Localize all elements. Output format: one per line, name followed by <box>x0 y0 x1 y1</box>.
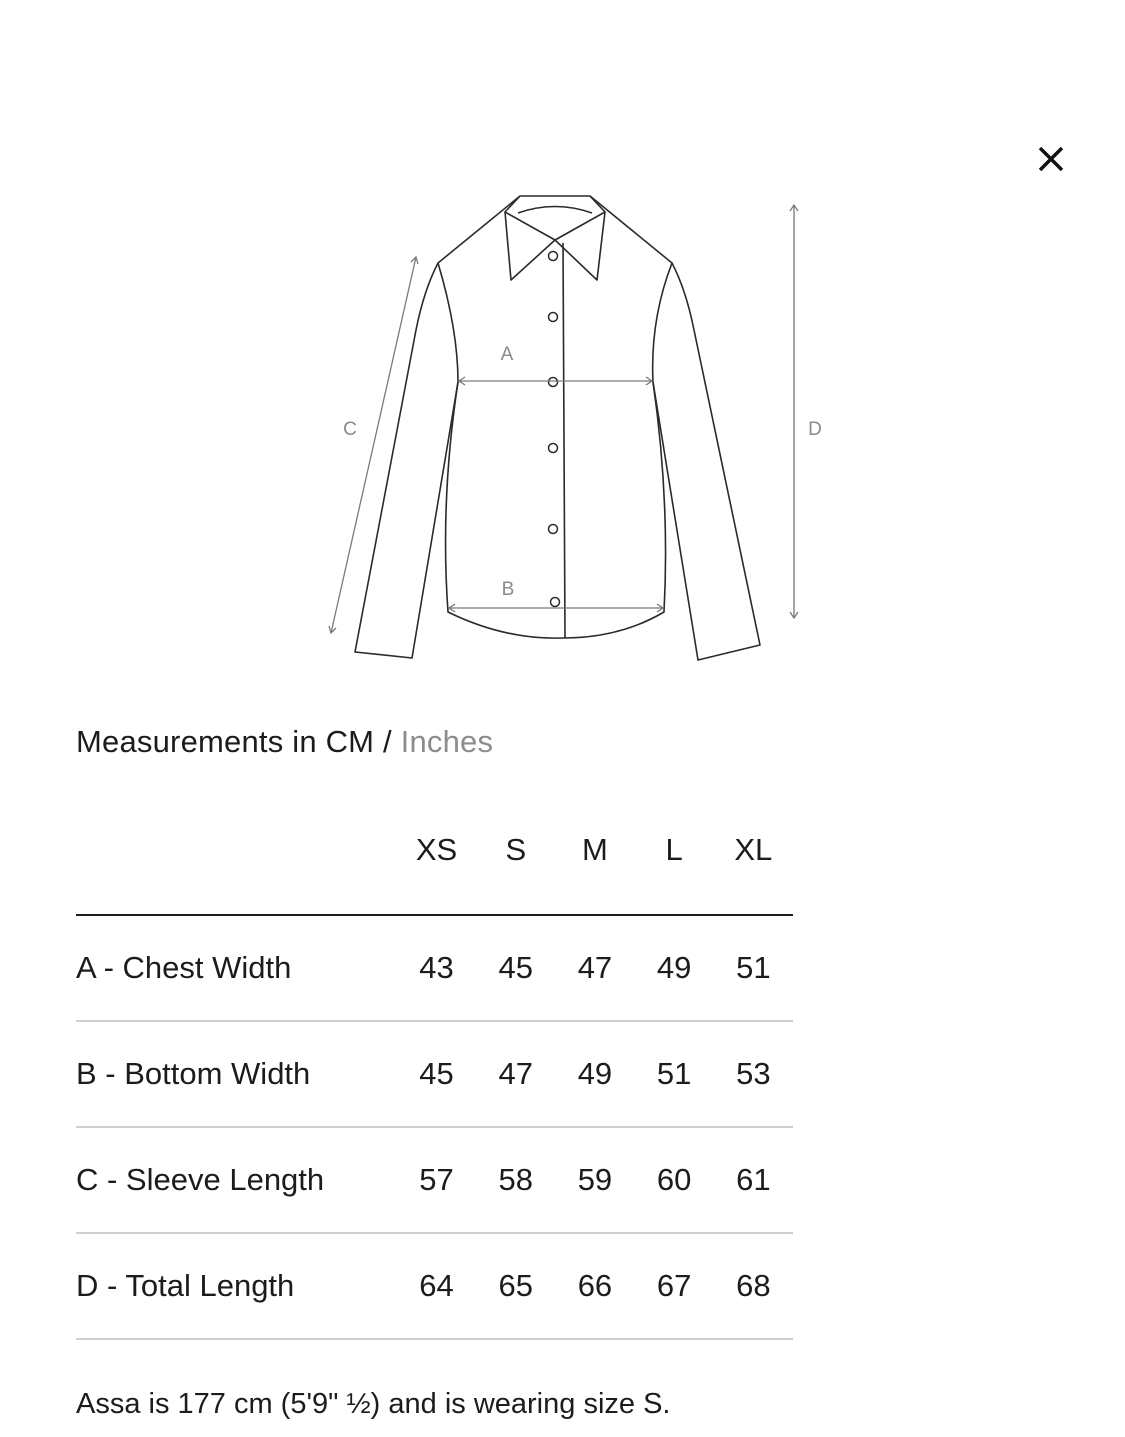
shirt-button <box>547 523 559 535</box>
size-header-s: S <box>505 832 527 867</box>
shirt-neck-line <box>517 205 593 214</box>
cell-value: 66 <box>577 1268 613 1303</box>
unit-inches-link[interactable]: Inches <box>400 724 494 759</box>
shirt-collar-right <box>554 211 606 281</box>
cell-value: 58 <box>498 1162 534 1197</box>
cell-value: 53 <box>736 1056 771 1091</box>
unit-cm-label: Measurements in CM <box>76 724 375 759</box>
cell-value: 51 <box>656 1056 692 1091</box>
shirt-diagram: A B C D <box>328 195 822 661</box>
size-header-m: M <box>582 832 608 867</box>
cell-value: 45 <box>419 1056 454 1091</box>
cell-value: 60 <box>656 1162 692 1197</box>
size-chart-table: XS S M L XL A - Chest Width 43 45 47 49 … <box>76 810 793 1340</box>
close-button[interactable] <box>1032 140 1070 178</box>
cell-value: 43 <box>419 950 454 985</box>
unit-separator: / <box>374 724 401 759</box>
cell-value: 45 <box>498 950 534 985</box>
row-label: B - Bottom Width <box>76 1056 311 1091</box>
cell-value: 65 <box>498 1268 534 1303</box>
measure-label-c: C <box>343 419 357 440</box>
shirt-placket-line <box>562 242 566 639</box>
shirt-button <box>547 311 559 323</box>
cell-value: 57 <box>419 1162 454 1197</box>
cell-value: 68 <box>736 1268 771 1303</box>
measure-label-d: D <box>808 419 822 440</box>
shirt-body-outline <box>437 195 673 639</box>
cell-value: 51 <box>736 950 771 985</box>
shirt-left-sleeve <box>354 262 459 659</box>
shirt-right-sleeve <box>652 262 761 661</box>
measure-label-a: A <box>501 344 514 365</box>
table-row: B - Bottom Width 45 47 49 51 53 <box>76 1021 793 1127</box>
cell-value: 49 <box>656 950 692 985</box>
table-row: A - Chest Width 43 45 47 49 51 <box>76 915 793 1021</box>
table-row: D - Total Length 64 65 66 67 68 <box>76 1233 793 1339</box>
close-icon <box>1038 146 1064 172</box>
cell-value: 49 <box>577 1056 613 1091</box>
row-label: C - Sleeve Length <box>76 1162 325 1197</box>
row-label: D - Total Length <box>76 1268 295 1303</box>
cell-value: 64 <box>419 1268 454 1303</box>
cell-value: 59 <box>577 1162 613 1197</box>
cell-value: 61 <box>736 1162 771 1197</box>
row-label: A - Chest Width <box>76 950 292 985</box>
shirt-collar-back <box>504 195 606 213</box>
cell-value: 67 <box>656 1268 692 1303</box>
measure-label-b: B <box>502 579 515 600</box>
measure-line-c <box>330 256 417 634</box>
table-row: C - Sleeve Length 57 58 59 60 61 <box>76 1127 793 1233</box>
shirt-collar-left <box>504 211 556 281</box>
cell-value: 47 <box>498 1056 534 1091</box>
size-header-row: XS S M L XL <box>76 810 793 915</box>
shirt-button <box>547 442 559 454</box>
shirt-button <box>547 250 559 262</box>
cell-value: 47 <box>577 950 613 985</box>
shirt-button <box>549 596 561 608</box>
size-header-xs: XS <box>415 832 458 867</box>
model-size-note: Assa is 177 cm (5'9" ½) and is wearing s… <box>76 1388 671 1420</box>
size-header-xl: XL <box>734 832 773 867</box>
header-label-cell <box>76 810 397 915</box>
size-header-l: L <box>665 832 683 867</box>
shirt-button <box>547 376 559 388</box>
unit-toggle: Measurements in CM / Inches <box>76 724 493 760</box>
